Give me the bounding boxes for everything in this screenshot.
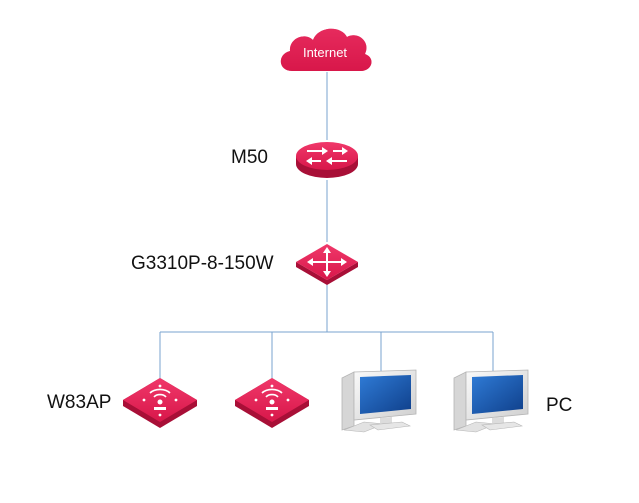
- pc-icon: [453, 369, 529, 433]
- access-point-label: W83AP: [47, 392, 112, 413]
- switch-label: G3310P-8-150W: [131, 253, 274, 274]
- pc-icon: [341, 369, 417, 433]
- cloud-icon: Internet: [280, 28, 372, 72]
- internet-label: Internet: [303, 45, 347, 60]
- router-label: M50: [231, 147, 268, 168]
- connection-lines: [159, 72, 494, 378]
- router-icon: [296, 142, 358, 178]
- access-point-icon: [123, 378, 197, 428]
- access-point-icon: [235, 378, 309, 428]
- switch-icon: [296, 244, 358, 285]
- pc-label: PC: [546, 395, 573, 416]
